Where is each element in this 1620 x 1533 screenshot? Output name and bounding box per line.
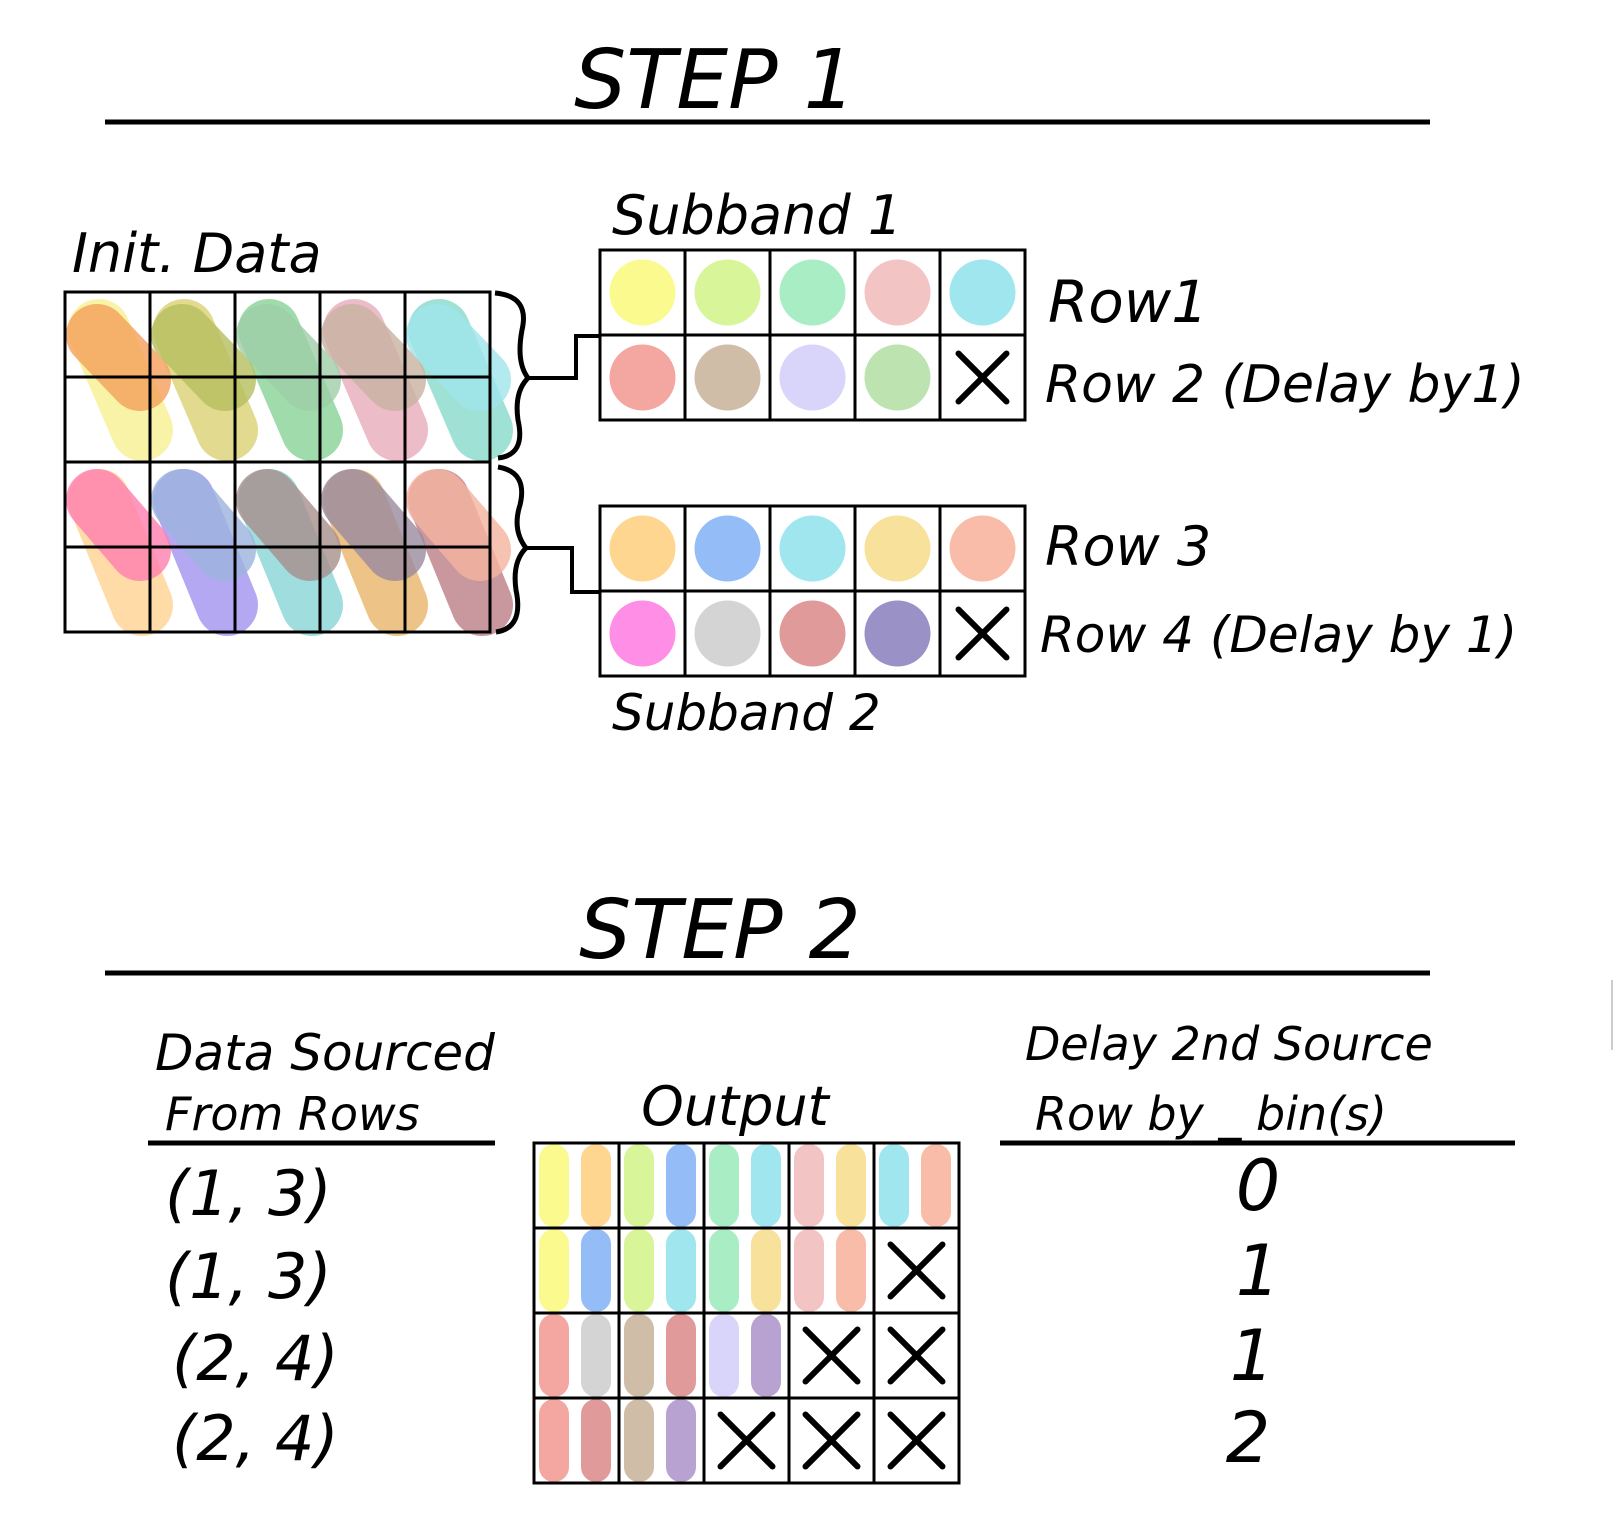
init-data-grid (63, 290, 513, 636)
subband1-empty-x (955, 350, 1010, 405)
output-grid (532, 1141, 961, 1485)
connector-subband2 (526, 546, 600, 594)
delay-header-line2: Row by _ bin(s) (1035, 1087, 1387, 1141)
subband1-dot (779, 259, 846, 326)
init-streak (66, 304, 171, 411)
row3-label: Row 3 (1045, 515, 1211, 578)
init-streak (406, 304, 511, 411)
subband1-grid (598, 248, 1027, 422)
source-row-3: (2, 4) (172, 1322, 339, 1395)
subband2-dot (864, 600, 931, 667)
subband2-dot (609, 600, 676, 667)
subband1-dot (779, 344, 846, 411)
source-row-1: (1, 3) (165, 1157, 332, 1230)
output-empty-x (717, 1411, 776, 1470)
delay-row-4: 2 (1226, 1397, 1271, 1479)
subband2-dot (949, 515, 1016, 582)
sources-header-line2: From Rows (165, 1087, 420, 1141)
row2-label: Row 2 (Delay by1) (1045, 355, 1525, 415)
subband1-dot (864, 259, 931, 326)
source-row-2: (1, 3) (165, 1240, 332, 1313)
init-data-label: Init. Data (72, 222, 322, 285)
init-streak (236, 469, 341, 581)
delay-header-line1: Delay 2nd Source (1025, 1017, 1433, 1071)
subband1-dot (609, 259, 676, 326)
subband1-label: Subband 1 (612, 184, 902, 247)
subband2-dot (694, 515, 761, 582)
subband2-label: Subband 2 (612, 684, 881, 742)
sources-header-line1: Data Sourced (155, 1024, 495, 1082)
subband2-dot (609, 515, 676, 582)
output-label: Output (641, 1075, 830, 1138)
subband2-dot (779, 515, 846, 582)
init-streak (406, 469, 511, 581)
output-empty-x (887, 1326, 946, 1385)
delay-row-2: 1 (1236, 1230, 1281, 1312)
output-empty-x (887, 1411, 946, 1470)
subband1-dot (864, 344, 931, 411)
subband2-dot (694, 600, 761, 667)
init-streak (321, 469, 426, 581)
init-streak (321, 304, 426, 411)
subband2-empty-x (955, 606, 1010, 661)
output-empty-x (802, 1326, 861, 1385)
delay-row-3: 1 (1230, 1315, 1275, 1397)
init-streak (66, 469, 171, 581)
output-empty-x (802, 1411, 861, 1470)
subband1-dot (694, 344, 761, 411)
init-streak (151, 304, 256, 411)
row4-label: Row 4 (Delay by 1) (1040, 606, 1517, 664)
init-streak (151, 469, 256, 581)
row1-label: Row1 (1048, 268, 1208, 336)
subband1-dot (609, 344, 676, 411)
subband1-dot (949, 259, 1016, 326)
subband1-dot (694, 259, 761, 326)
step1-title: STEP 1 (574, 33, 856, 128)
subband2-grid (598, 504, 1027, 678)
step2-title: STEP 2 (579, 883, 861, 978)
output-empty-x (887, 1241, 946, 1300)
subband2-dot (779, 600, 846, 667)
subband2-dot (864, 515, 931, 582)
source-row-4: (2, 4) (172, 1402, 339, 1475)
init-streak (236, 304, 341, 411)
delay-row-1: 0 (1236, 1145, 1281, 1227)
connector-subband1 (528, 334, 600, 380)
